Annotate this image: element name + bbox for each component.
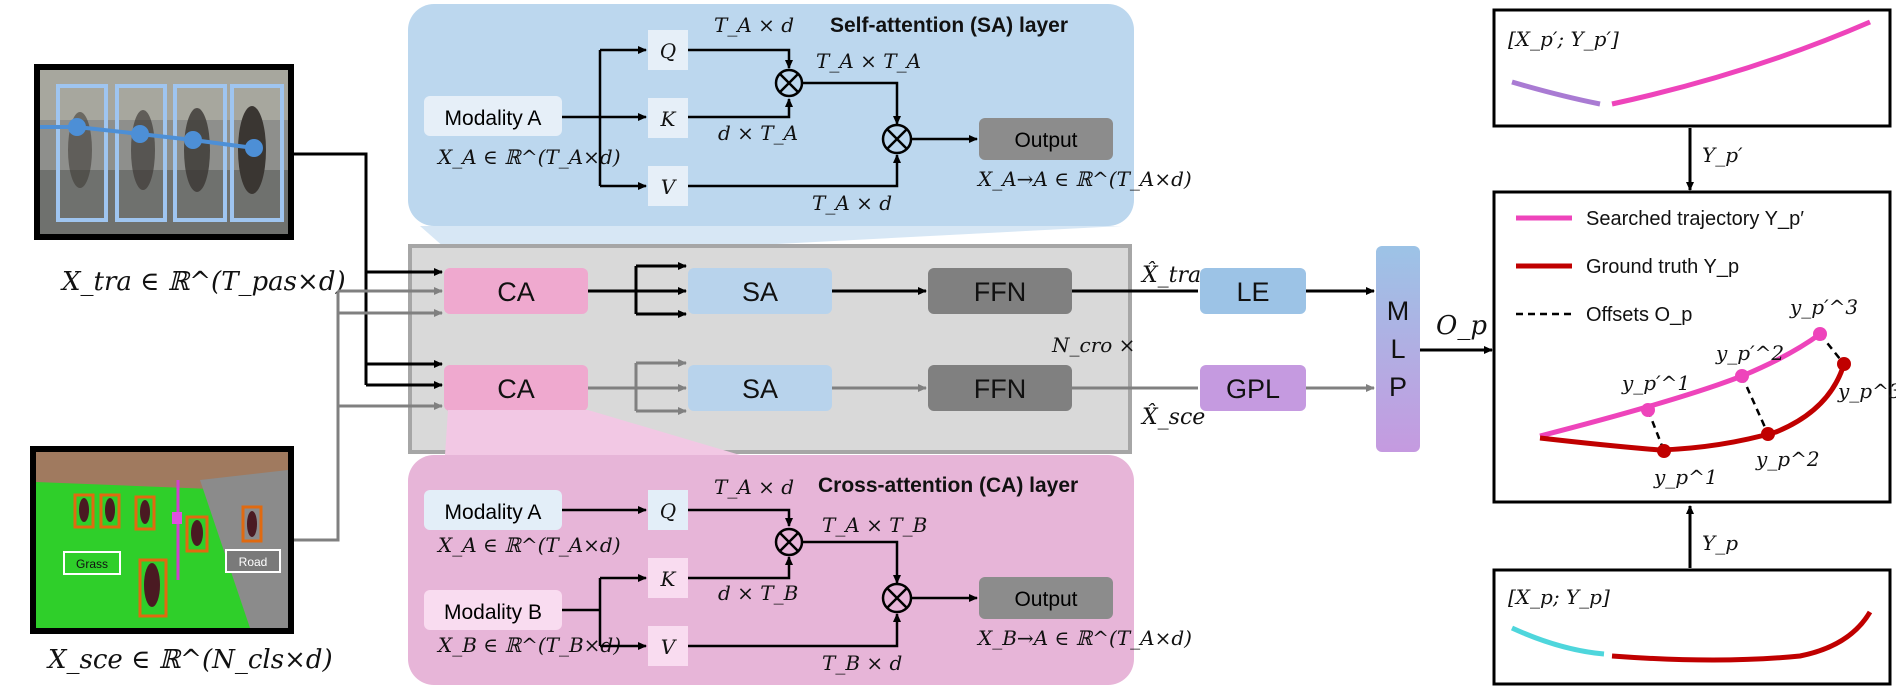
gt-point-1 bbox=[1657, 444, 1671, 458]
sa-out-dim: X_A→A ∈ ℝ^(T_A×d) bbox=[976, 167, 1192, 191]
bottom-trajectory-box: [X_p; Y_p] bbox=[1492, 568, 1892, 686]
ca-xb: X_B ∈ ℝ^(T_B×d) bbox=[436, 633, 621, 657]
ca-dim-k: d × T_B bbox=[718, 581, 798, 605]
sa-v: V bbox=[661, 175, 678, 199]
ffn-block-top: FFN bbox=[974, 277, 1026, 307]
sa-dim-q: T_A × d bbox=[714, 13, 794, 37]
sa-dim-v: T_A × d bbox=[812, 191, 892, 215]
pred-point-1 bbox=[1641, 403, 1655, 417]
ca-modality-b: Modality B bbox=[444, 601, 542, 624]
bottom-box-label: [X_p; Y_p] bbox=[1508, 585, 1610, 609]
ca-k: K bbox=[660, 567, 677, 591]
top-box-label: [X_p′; Y_p′] bbox=[1508, 27, 1619, 51]
ca-out-dim: X_B→A ∈ ℝ^(T_A×d) bbox=[976, 626, 1192, 650]
encoder-panel: CA SA FFN CA SA FFN N_cro × bbox=[408, 244, 1135, 454]
op-label: O_p bbox=[1436, 311, 1487, 341]
legend-offsets: Offsets O_p bbox=[1586, 304, 1692, 326]
gt-point-2 bbox=[1761, 427, 1775, 441]
pred-point-2 bbox=[1735, 369, 1749, 383]
gt-label-1: y_p^1 bbox=[1653, 465, 1718, 489]
scene-caption: X_sce ∈ ℝ^(N_cls×d) bbox=[46, 645, 333, 675]
gpl-block: GPL bbox=[1226, 374, 1280, 404]
le-block: LE bbox=[1236, 277, 1269, 307]
mlp-letter-p: P bbox=[1389, 372, 1407, 402]
scene-road-label: Road bbox=[239, 555, 268, 569]
xhat-sce-label: X̂_sce bbox=[1140, 404, 1205, 430]
arrow-top-label: Y_p′ bbox=[1702, 143, 1743, 167]
pred-point-3 bbox=[1813, 327, 1827, 341]
sa-layer-panel: Self-attention (SA) layer Modality A X_A… bbox=[408, 4, 1192, 248]
ca-block-bottom: CA bbox=[497, 374, 535, 404]
pred-label-3: y_p′^3 bbox=[1789, 295, 1858, 319]
ncro-label: N_cro × bbox=[1051, 333, 1135, 357]
sa-q: Q bbox=[660, 39, 676, 63]
sa-output: Output bbox=[1014, 129, 1077, 152]
ca-dim-q: T_A × d bbox=[714, 475, 794, 499]
sa-block-bottom: SA bbox=[742, 374, 778, 404]
ca-layer-title: Cross-attention (CA) layer bbox=[818, 474, 1078, 497]
legend-searched: Searched trajectory Y_p′ bbox=[1586, 208, 1804, 230]
top-trajectory-box: [X_p′; Y_p′] bbox=[1492, 8, 1892, 128]
result-box: Searched trajectory Y_p′ Ground truth Y_… bbox=[1492, 190, 1896, 504]
gt-label-2: y_p^2 bbox=[1755, 447, 1820, 471]
legend-ground-truth: Ground truth Y_p bbox=[1586, 256, 1739, 278]
xhat-tra-label: X̂_tra bbox=[1140, 262, 1201, 288]
trajectory-caption: X_tra ∈ ℝ^(T_pas×d) bbox=[60, 267, 346, 297]
mlp-letter-m: M bbox=[1387, 296, 1410, 326]
scene-image: Grass Road bbox=[30, 446, 294, 634]
sa-modality-a: Modality A bbox=[445, 107, 542, 130]
head-blocks: X̂_tra X̂_sce LE GPL M L P O_p bbox=[1072, 246, 1493, 452]
sa-block-top: SA bbox=[742, 277, 778, 307]
ca-layer-panel: Cross-attention (CA) layer Modality A X_… bbox=[408, 410, 1192, 685]
ca-v: V bbox=[661, 635, 678, 659]
ca-block-top: CA bbox=[497, 277, 535, 307]
ca-output: Output bbox=[1014, 588, 1077, 611]
pred-label-2: y_p′^2 bbox=[1715, 341, 1784, 365]
ca-q: Q bbox=[660, 499, 676, 523]
ca-dim-qk: T_A × T_B bbox=[822, 513, 927, 537]
ca-dim-v: T_B × d bbox=[822, 651, 902, 675]
arrow-bottom-label: Y_p bbox=[1702, 531, 1738, 555]
sa-layer-title: Self-attention (SA) layer bbox=[830, 14, 1068, 37]
ca-xa: X_A ∈ ℝ^(T_A×d) bbox=[436, 533, 621, 557]
ca-modality-a: Modality A bbox=[445, 501, 542, 524]
pred-label-1: y_p′^1 bbox=[1621, 371, 1690, 395]
sa-dim-qk: T_A × T_A bbox=[816, 49, 921, 73]
scene-grass-label: Grass bbox=[76, 557, 108, 571]
sa-dim-k: d × T_A bbox=[718, 121, 798, 145]
ffn-block-bottom: FFN bbox=[974, 374, 1026, 404]
mlp-letter-l: L bbox=[1390, 334, 1405, 364]
input-connectors bbox=[294, 152, 443, 542]
sa-xa: X_A ∈ ℝ^(T_A×d) bbox=[436, 145, 621, 169]
sa-k: K bbox=[660, 107, 677, 131]
trajectory-image bbox=[34, 64, 294, 240]
gt-point-3 bbox=[1837, 357, 1851, 371]
gt-label-3: y_p^3 bbox=[1837, 379, 1896, 403]
